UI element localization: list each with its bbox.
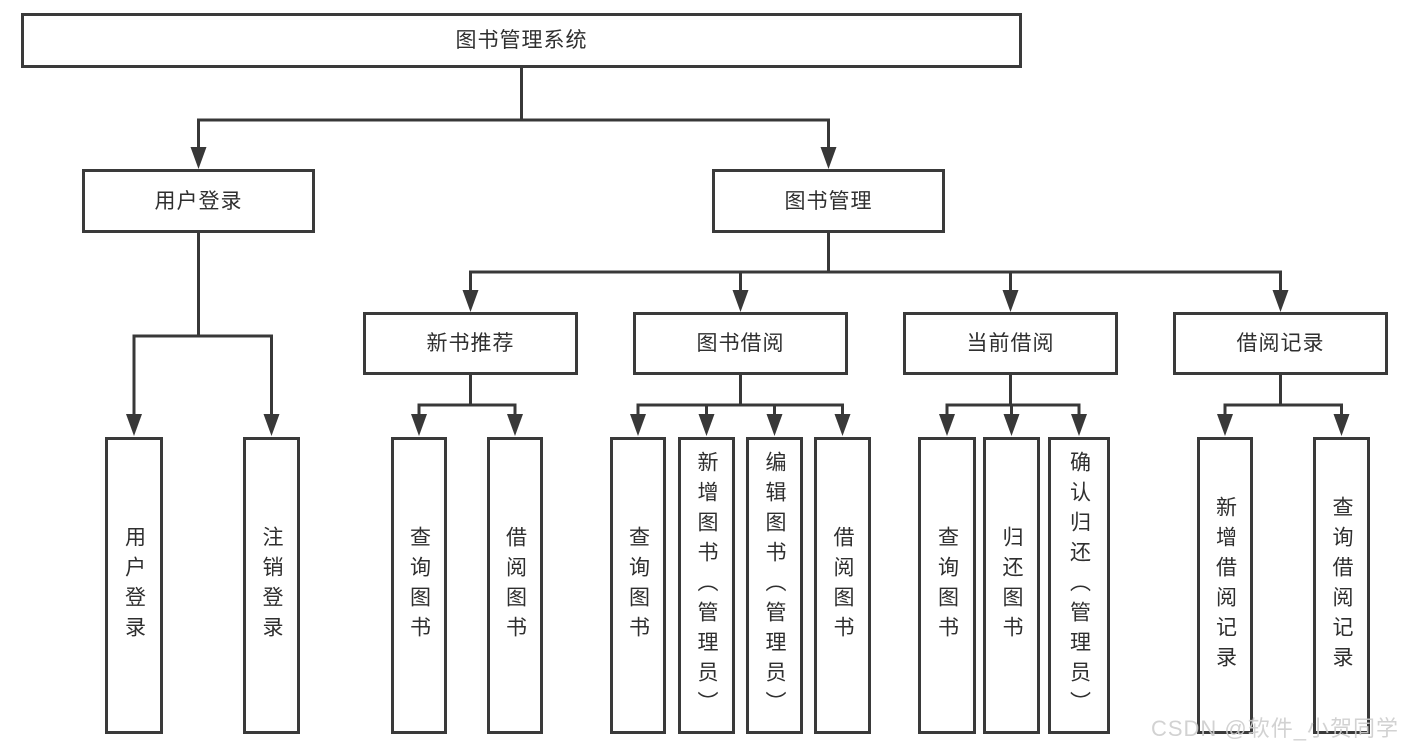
node-book-management-branch: 图书管理 <box>712 169 945 233</box>
node-label: 借阅记录 <box>1236 332 1325 355</box>
leaf-borrow-books-recommend: 借阅图书 <box>487 437 543 734</box>
leaf-query-borrow-record: 查询借阅记录 <box>1313 437 1370 734</box>
node-user-login-branch: 用户登录 <box>82 169 315 233</box>
leaf-borrow-books: 借阅图书 <box>814 437 871 734</box>
csdn-watermark: CSDN @软件_小贺同学 <box>1150 716 1399 741</box>
node-label: 图书管理 <box>784 189 873 213</box>
leaf-label: 查询图书 <box>935 525 959 646</box>
leaf-label: 用户登录 <box>122 525 146 646</box>
node-label: 图书借阅 <box>696 332 785 355</box>
node-book-borrowing: 图书借阅 <box>633 312 848 375</box>
leaf-logout: 注销登录 <box>243 437 300 734</box>
leaf-label: 编辑图书（管理员） <box>763 450 786 721</box>
node-label: 用户登录 <box>154 189 243 213</box>
leaf-label: 借阅图书 <box>503 525 527 646</box>
leaf-return-book: 归还图书 <box>983 437 1040 734</box>
leaf-label: 借阅图书 <box>831 525 854 646</box>
leaf-add-book-admin: 新增图书（管理员） <box>678 437 735 734</box>
node-label: 当前借阅 <box>966 332 1055 355</box>
node-current-borrowing: 当前借阅 <box>903 312 1118 375</box>
leaf-query-books-current: 查询图书 <box>918 437 976 734</box>
leaf-confirm-return-admin: 确认归还（管理员） <box>1048 437 1110 734</box>
node-borrowing-records: 借阅记录 <box>1173 312 1388 375</box>
leaf-label: 确认归还（管理员） <box>1067 450 1091 721</box>
leaf-label: 归还图书 <box>1000 525 1023 646</box>
leaf-label: 查询图书 <box>626 525 650 646</box>
leaf-label: 注销登录 <box>260 525 283 646</box>
leaf-query-books-borrow: 查询图书 <box>610 437 666 734</box>
leaf-add-borrow-record: 新增借阅记录 <box>1197 437 1253 734</box>
leaf-edit-book-admin: 编辑图书（管理员） <box>746 437 803 734</box>
node-root-label: 图书管理系统 <box>455 29 588 52</box>
leaf-user-login: 用户登录 <box>105 437 163 734</box>
leaf-query-books-recommend: 查询图书 <box>391 437 447 734</box>
leaf-label: 新增借阅记录 <box>1213 495 1237 676</box>
node-root: 图书管理系统 <box>21 13 1022 68</box>
leaf-label: 新增图书（管理员） <box>695 450 718 721</box>
node-label: 新书推荐 <box>426 332 515 355</box>
leaf-label: 查询图书 <box>407 525 431 646</box>
node-new-book-recommend: 新书推荐 <box>363 312 578 375</box>
leaf-label: 查询借阅记录 <box>1330 495 1353 676</box>
